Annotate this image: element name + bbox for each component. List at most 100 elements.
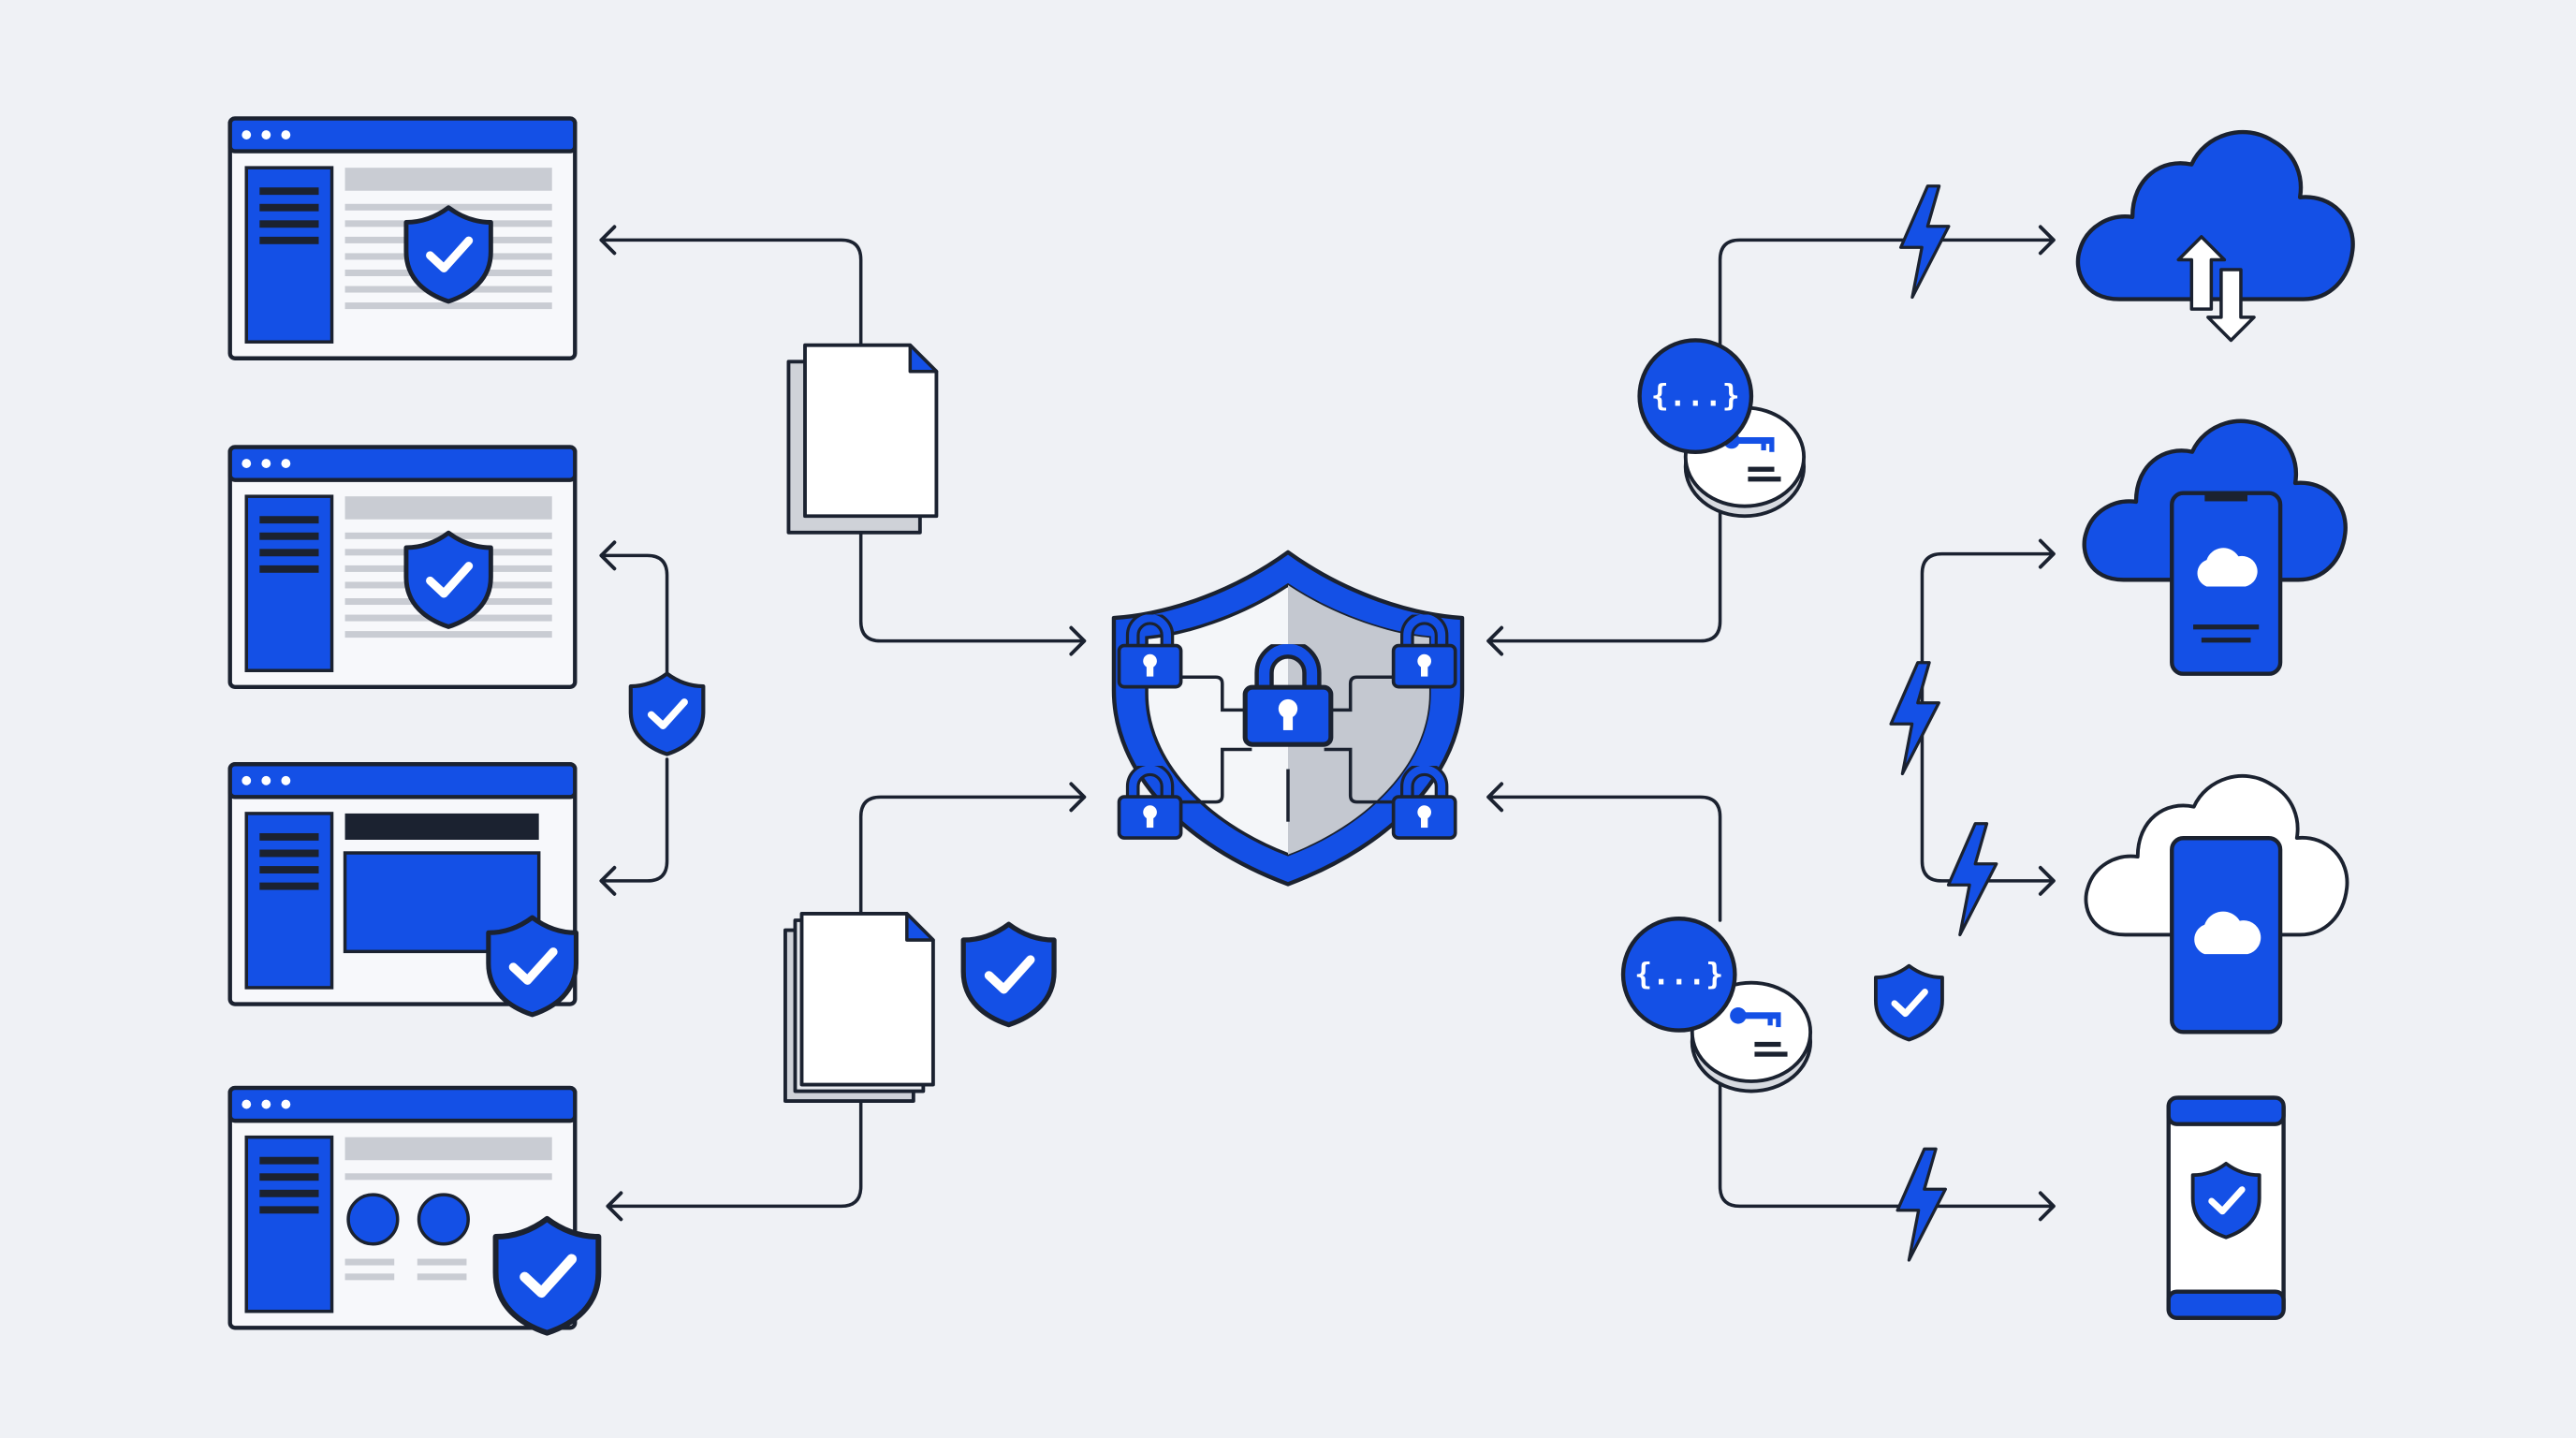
content-stub-4 [417, 1273, 467, 1281]
key-shaft [1737, 437, 1775, 445]
shield-check-icon [963, 924, 1054, 1024]
connector-token2-to-phone [1718, 1079, 2056, 1209]
content-header-bar [344, 496, 552, 520]
browser-title-bar [227, 445, 578, 482]
sidebar-line-3 [259, 866, 319, 873]
json-token-1: {...} [1637, 338, 1807, 519]
sidebar-line-3 [259, 1189, 319, 1197]
phone-bottom-bar [2166, 1289, 2286, 1320]
browser-title-bar [227, 762, 578, 800]
sidebar-line-4 [259, 882, 319, 890]
hub-trace [1179, 747, 1252, 804]
lightning-icon [1889, 660, 1941, 776]
sidebar-line-1 [259, 832, 319, 841]
shield-check-icon [1876, 966, 1942, 1040]
window-dot-2 [261, 1099, 271, 1109]
cloud-sync-icon [2075, 129, 2355, 343]
connector-cloud2-cloud3 [1920, 551, 2056, 883]
content-header-bar [344, 1137, 552, 1161]
arrowhead-hub-lower-left [1069, 782, 1087, 813]
arrowhead-hub-lower-right [1486, 782, 1504, 813]
window-dot-3 [281, 775, 291, 785]
window-dot-2 [261, 459, 271, 468]
sidebar-line-4 [259, 1206, 319, 1214]
content-line-7 [344, 631, 552, 638]
lightning-icon [1946, 821, 1998, 937]
avatar-circle-1 [346, 1193, 400, 1246]
connector-doc1-to-browser1 [599, 238, 863, 350]
window-dot-1 [242, 459, 252, 468]
sidebar-line-1 [259, 187, 319, 196]
phone-notch [2204, 492, 2247, 502]
document-stack-2 [783, 912, 935, 1103]
cloud-phone-icon [2082, 418, 2348, 676]
document-fold [908, 343, 939, 374]
lightning-icon [1895, 1147, 1948, 1262]
arrowheads [599, 225, 2056, 1222]
key-bow [1730, 1007, 1747, 1024]
connector-token2-to-hub [1486, 795, 1722, 922]
connectors [599, 238, 2056, 1209]
connector-token1-to-cloud1 [1718, 238, 2056, 397]
cloud-shape [2075, 129, 2355, 301]
browser-window-4 [227, 1085, 578, 1330]
key-tooth [1767, 1017, 1773, 1026]
browser-window-2 [227, 445, 578, 689]
json-token-icon [1637, 338, 1754, 454]
browser-sidebar [244, 812, 334, 990]
browser-title-bar [227, 1085, 578, 1123]
content-header-bar [344, 168, 552, 191]
token-disk-line [1754, 1041, 1781, 1048]
token-label: {...} [1651, 380, 1740, 414]
browser-window-1 [227, 116, 578, 360]
arrowhead-cloud1 [2038, 225, 2056, 256]
key-shaft [1744, 1012, 1781, 1020]
document-fold [905, 912, 935, 942]
token-disk-line [1748, 466, 1775, 472]
arrowhead-hub-upper-left [1069, 625, 1087, 656]
key-tooth [1769, 442, 1775, 452]
arrowhead-browser4 [606, 1191, 623, 1222]
arrowhead-cloud2 [2038, 538, 2056, 569]
window-dot-2 [261, 130, 271, 139]
arrowhead-browser2 [599, 540, 617, 571]
connector-doc1-to-hub [858, 524, 1087, 643]
arrowhead-browser1 [599, 225, 617, 256]
document-sheet-front [799, 912, 935, 1087]
arrowhead-hub-upper-right [1486, 625, 1504, 656]
connector-doc2-to-hub [858, 795, 1087, 922]
content-line-7 [344, 302, 552, 310]
browser-sidebar [244, 1135, 334, 1313]
connector-browser2-shield [599, 553, 669, 682]
shield-check-icon [631, 674, 704, 755]
sidebar-line-2 [259, 203, 319, 212]
browser-sidebar [244, 166, 334, 344]
nodes: {...} {...} [227, 116, 2355, 1333]
window-dot-1 [242, 130, 252, 139]
json-token-2: {...} [1620, 917, 1813, 1093]
window-dot-3 [281, 130, 291, 139]
window-dot-3 [281, 1099, 291, 1109]
cloud-outline-phone-icon [2084, 774, 2349, 1034]
content-header-bar [344, 813, 539, 840]
connector-token1-to-hub [1486, 510, 1722, 643]
connector-doc2-to-browser4 [606, 1095, 863, 1209]
phone-line [2201, 638, 2251, 643]
content-block [343, 851, 541, 954]
window-dot-1 [242, 1099, 252, 1109]
window-dot-2 [261, 775, 271, 785]
key-tooth [1761, 442, 1766, 451]
content-line [344, 1173, 552, 1181]
browser-sidebar [244, 494, 334, 672]
sidebar-line-4 [259, 565, 319, 573]
shield-with-padlocks-icon [1111, 550, 1465, 887]
document-stack-1 [786, 343, 939, 535]
lightning-icon [1898, 183, 1951, 300]
sidebar-line-3 [259, 220, 319, 228]
sidebar-line-3 [259, 549, 319, 557]
connector-shield-browser3 [599, 757, 669, 883]
json-token-icon [1620, 917, 1737, 1033]
content-stub-2 [417, 1258, 467, 1266]
content-stub-3 [344, 1273, 395, 1281]
